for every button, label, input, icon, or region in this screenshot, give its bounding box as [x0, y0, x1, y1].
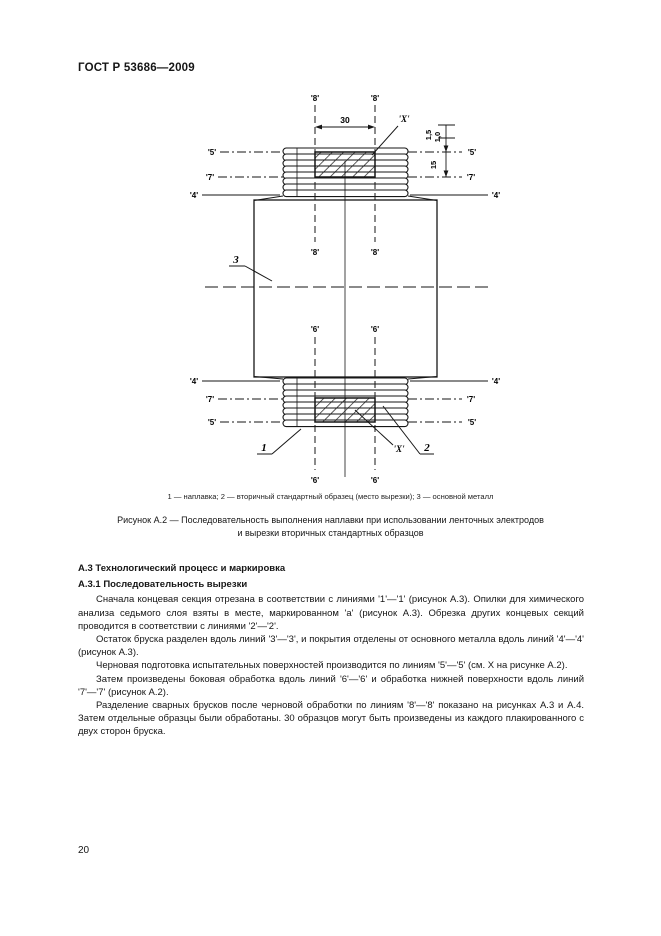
- page-number: 20: [78, 845, 90, 856]
- section-a3: А.3 Технологический процесс и маркировка…: [78, 562, 584, 739]
- label-6-mid-right: '6': [371, 325, 379, 334]
- label-8-top-left: '8': [311, 94, 319, 103]
- dim-1-0: 1,0: [433, 132, 442, 142]
- heading-a31: А.3.1 Последовательность вырезки: [78, 579, 248, 591]
- x-mark-top: 'X': [398, 114, 410, 124]
- label-7-top-right: '7': [467, 173, 475, 182]
- paragraph-1: Сначала концевая секция отрезана в соотв…: [78, 594, 584, 632]
- label-7-bot-left: '7': [206, 395, 214, 404]
- label-8-mid-right: '8': [371, 248, 379, 257]
- paragraph-5: Разделение сварных брусков после черново…: [78, 700, 584, 738]
- paragraph-3: Черновая подготовка испытательных поверх…: [96, 660, 568, 672]
- paragraph-2: Остаток бруска разделен вдоль линий '3'—…: [78, 634, 584, 659]
- dim15-arrow-down: [443, 170, 449, 177]
- label-8-mid-left: '8': [311, 248, 319, 257]
- dim30-value: 30: [340, 115, 350, 125]
- dim-1-5: 1,5: [424, 130, 433, 140]
- figure-caption-line1: Рисунок А.2 — Последовательность выполне…: [117, 515, 544, 525]
- label-5-bot-right: '5': [468, 418, 476, 427]
- dim30-arrow-left: [315, 124, 322, 130]
- pos2-label: 2: [423, 442, 430, 454]
- paragraph-4: Затем произведены боковая обработка вдол…: [78, 673, 584, 698]
- pos1-label: 1: [261, 442, 267, 454]
- label-7-bot-right: '7': [467, 395, 475, 404]
- standard-code: ГОСТ Р 53686—2009: [78, 62, 195, 74]
- label-6-bot-left: '6': [311, 476, 319, 485]
- base-metal-block: [253, 199, 438, 378]
- x-leader-top: [371, 125, 399, 156]
- label-4-bot-left: '4': [190, 377, 198, 386]
- label-7-top-left: '7': [206, 173, 214, 182]
- label-6-bot-right: '6': [371, 476, 379, 485]
- dim30-arrow-right: [368, 124, 375, 130]
- top-flange-right: [407, 195, 438, 202]
- bottom-flange-left: [253, 375, 284, 380]
- label-5-top-right: '5': [468, 148, 476, 157]
- label-4-bot-right: '4': [492, 377, 500, 386]
- pos2-leader: [382, 405, 421, 455]
- label-8-top-right: '8': [371, 94, 379, 103]
- figure-legend: 1 — наплавка; 2 — вторичный стандартный …: [167, 492, 494, 501]
- dim15-arrow-up: [443, 145, 449, 152]
- figure-caption-line2: и вырезки вторичных стандартных образцов: [237, 528, 424, 538]
- pos1-leader: [271, 428, 302, 455]
- label-5-bot-left: '5': [208, 418, 216, 427]
- heading-a3: А.3 Технологический процесс и маркировка: [78, 563, 286, 574]
- pos3-label: 3: [232, 254, 239, 266]
- x-mark-bottom: 'X': [393, 444, 405, 454]
- top-flange-left: [253, 195, 284, 202]
- label-4-top-left: '4': [190, 191, 198, 200]
- figure-a2-diagram: 30 1,5 1,0 15 'X' 'X' 3 1 2 '8' '8' '8' …: [190, 94, 500, 485]
- label-4-top-right: '4': [492, 191, 500, 200]
- dim-15: 15: [429, 161, 438, 169]
- label-6-mid-left: '6': [311, 325, 319, 334]
- figure-caption: Рисунок А.2 — Последовательность выполне…: [78, 514, 583, 540]
- bottom-flange-right: [407, 375, 438, 380]
- label-5-top-left: '5': [208, 148, 216, 157]
- pos3-leader: [244, 265, 273, 282]
- x-leader-bottom: [354, 409, 394, 446]
